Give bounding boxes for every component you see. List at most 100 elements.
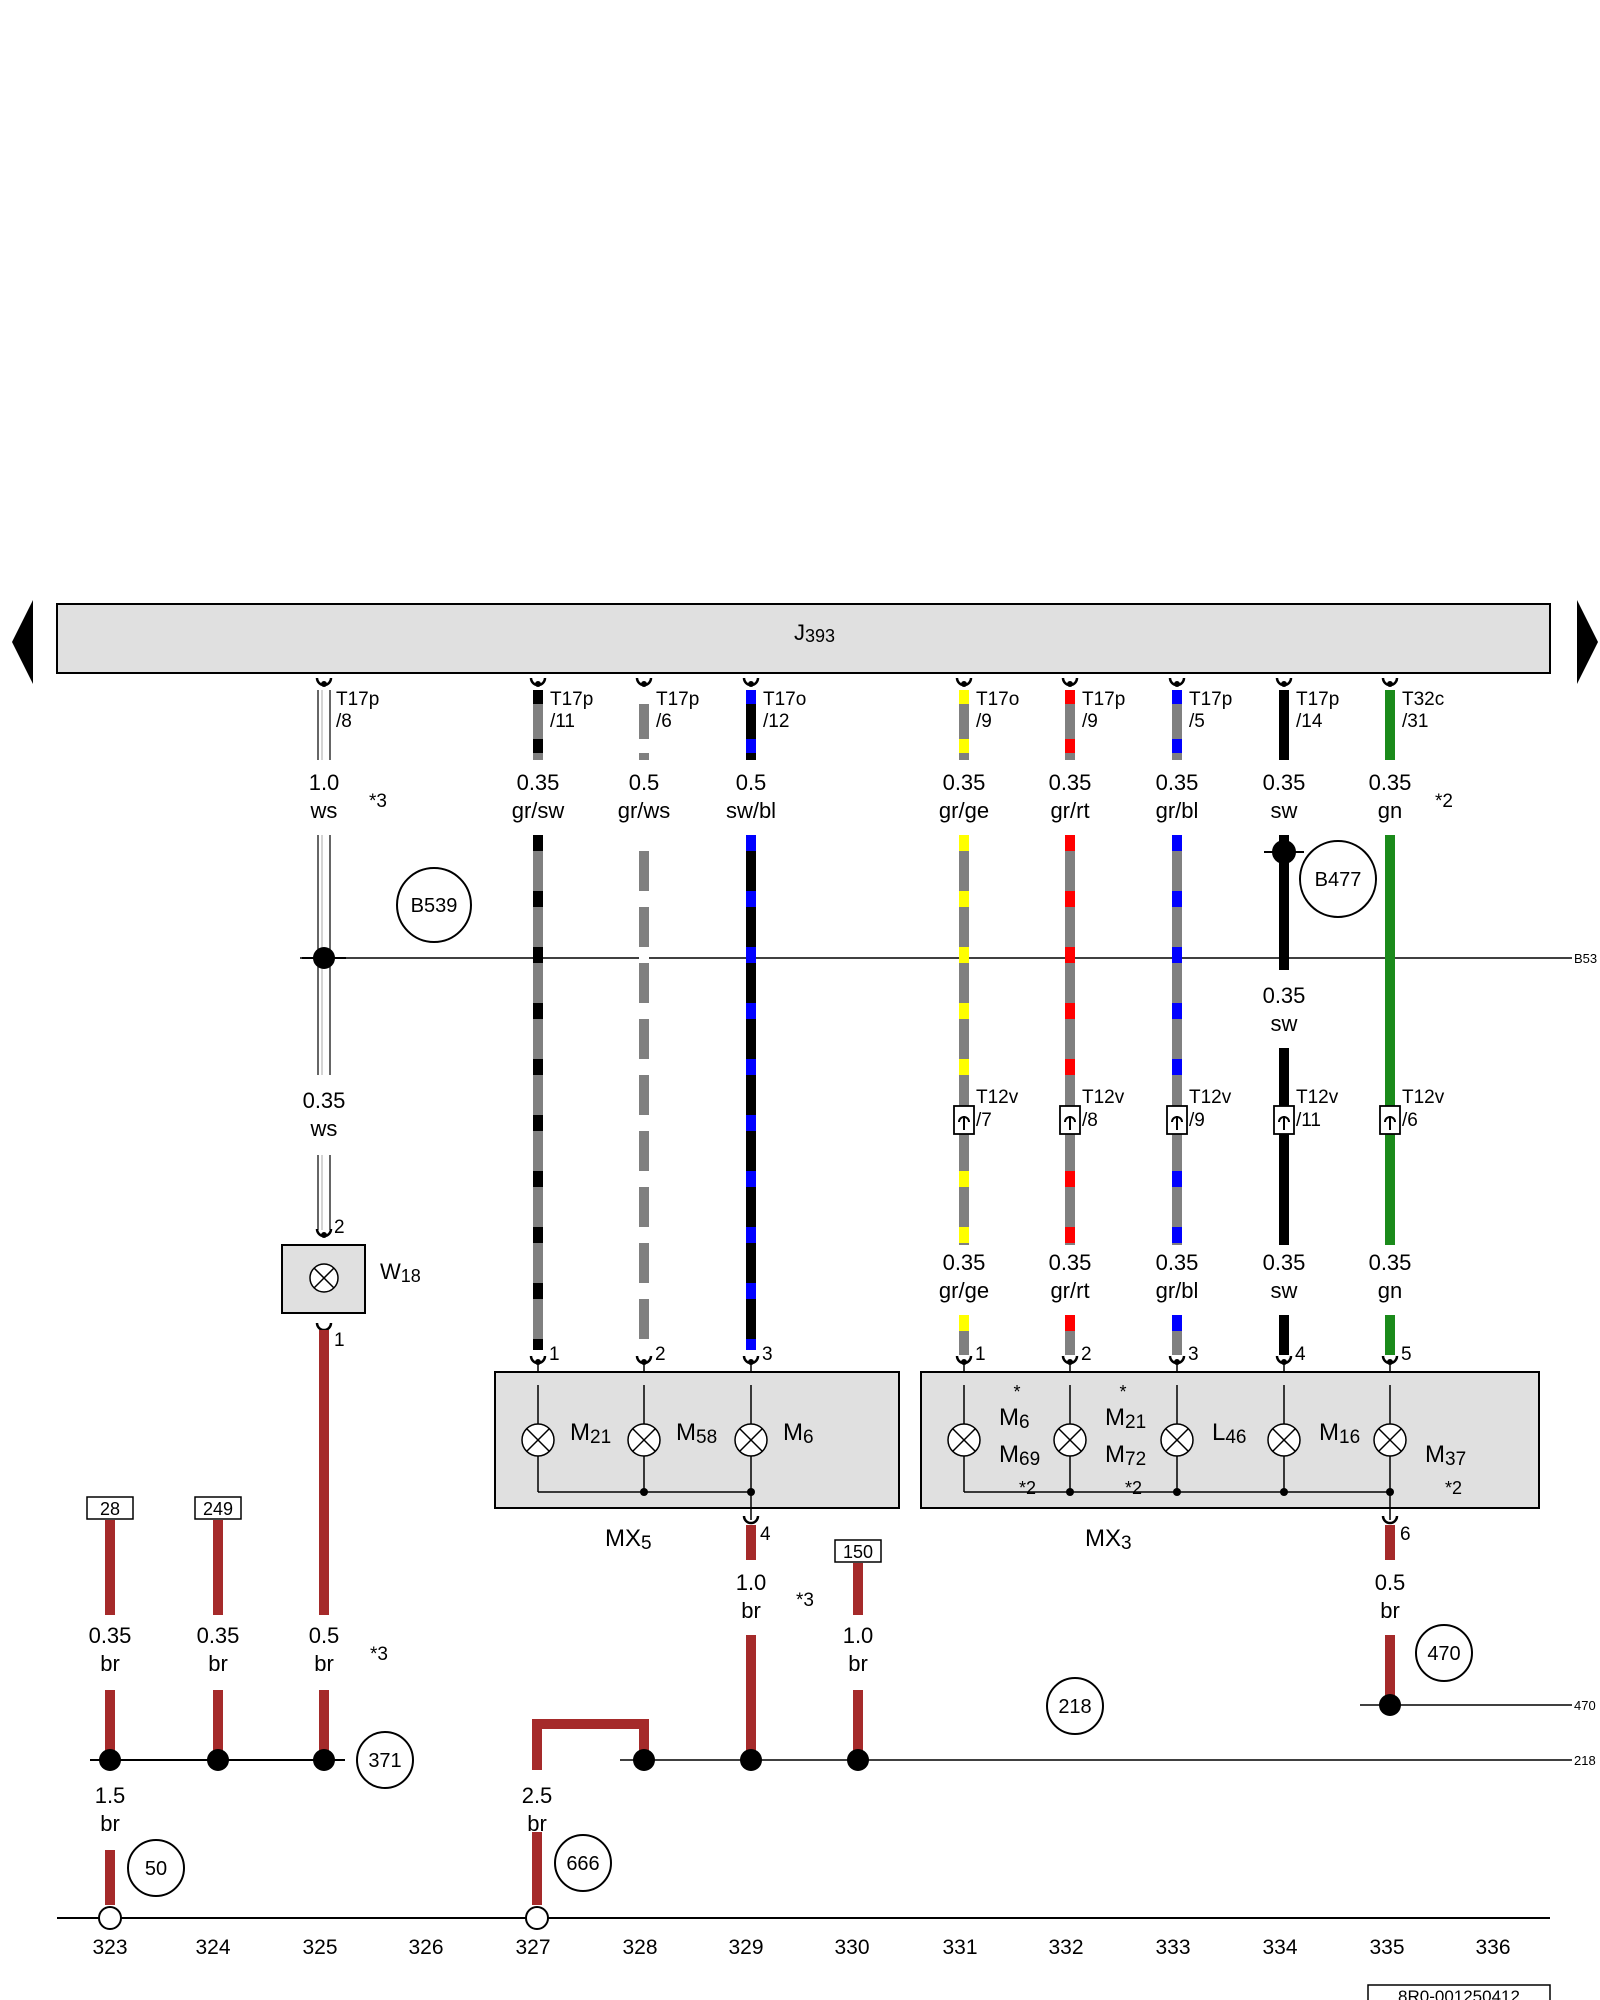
mx3-bulb-3-icon-x2 xyxy=(1272,1428,1296,1452)
splice-218-b xyxy=(740,1749,762,1771)
mx5-bulb-2-icon xyxy=(734,1423,768,1457)
wire-w334-t12-label: T12v xyxy=(1296,1087,1339,1108)
mx5-bulb-0-icon-x2 xyxy=(526,1428,550,1452)
column-number-331: 331 xyxy=(942,1936,977,1959)
wire-w325-color: ws xyxy=(310,798,338,823)
wire-w327-gauge: 0.35 xyxy=(517,770,560,795)
splice-371-c xyxy=(313,1749,335,1771)
mx3-bulb-0-label-b-sub: 69 xyxy=(1019,1449,1040,1470)
mx3-bulb-4-label-b: M37 xyxy=(1425,1441,1466,1470)
wire-w335-note: *2 xyxy=(1435,791,1453,812)
mx3-junction-0 xyxy=(1066,1488,1074,1496)
wire-w331-gauge: 0.35 xyxy=(943,770,986,795)
mx3-bulb-3-label-a-main: M xyxy=(1319,1419,1339,1446)
edge-label-470: 470 xyxy=(1574,1698,1596,1713)
wire-w335-top-pin-dot xyxy=(1387,681,1393,687)
column-number-335: 335 xyxy=(1369,1936,1404,1959)
wire-w333-pin: /5 xyxy=(1189,711,1205,732)
bulb-w18-box xyxy=(281,1244,366,1314)
wire-w328-mx-pin-dot xyxy=(641,1359,647,1365)
mx3-bulb-1-label-a-sub: 21 xyxy=(1125,1412,1146,1433)
mx3-bulb-2-label-a-sub: 46 xyxy=(1225,1427,1246,1448)
wire-w332-low-color: gr/rt xyxy=(1050,1278,1089,1303)
wire-w332-color: gr/rt xyxy=(1050,798,1089,823)
doc-number: 8R0-001250412 xyxy=(1398,1987,1520,2000)
wire-w327-conn: T17p xyxy=(550,689,593,710)
mx5-bulb-2-icon-x2 xyxy=(739,1428,763,1452)
wire-w333-gauge: 0.35 xyxy=(1156,770,1199,795)
wire-w325-pin: /8 xyxy=(336,711,352,732)
ground-28-color: br xyxy=(100,1651,120,1676)
wire-w335-mx-pin-dot xyxy=(1387,1359,1393,1365)
mx5-bulb-0-label-sub: 21 xyxy=(590,1427,611,1448)
mx5-junction-1 xyxy=(640,1488,648,1496)
w18-pin1-cup xyxy=(315,1322,333,1332)
wire-w325-top-pin-dot xyxy=(321,681,327,687)
ref-circle-470-label: 470 xyxy=(1427,1643,1460,1665)
wire-w328-mx-pin-num: 2 xyxy=(655,1344,666,1365)
wire-w331-color: gr/ge xyxy=(939,798,989,823)
column-number-328: 328 xyxy=(622,1936,657,1959)
mx3-bulb-1-label-a: M21 xyxy=(1105,1404,1146,1433)
wire-w329-pin: /12 xyxy=(763,711,789,732)
wire-w331-top-pin-dot xyxy=(961,681,967,687)
ground-50-gauge: 1.5 xyxy=(95,1783,126,1808)
wire-w325-term-top: 2 xyxy=(334,1217,345,1238)
mx3-out-pin-cup xyxy=(1381,1515,1399,1525)
wire-w334-low-gauge: 0.35 xyxy=(1263,1250,1306,1275)
next-page-arrow[interactable] xyxy=(1577,600,1598,684)
mx5-label: MX5 xyxy=(605,1525,652,1554)
ground-layer: 10.5br*3280.35br2490.35br1.5br2.5br41.0b… xyxy=(86,1322,1411,1930)
ground-249-color: br xyxy=(208,1651,228,1676)
wire-w329-mx-pin-num: 3 xyxy=(762,1344,773,1365)
ref-box-249-box xyxy=(194,1496,242,1520)
mx5-box xyxy=(494,1371,900,1509)
wire-w327-top-pin-dot xyxy=(535,681,541,687)
mx3-bulb-0-label-b: M69 xyxy=(999,1441,1040,1470)
wire-w335-low-color: gn xyxy=(1378,1278,1402,1303)
column-number-334: 334 xyxy=(1262,1936,1297,1959)
mx3-label: MX3 xyxy=(1085,1525,1132,1554)
wire-w333-conn: T17p xyxy=(1189,689,1232,710)
mx3-bulb-1-star: * xyxy=(1119,1382,1126,1402)
wire-w332-conn: T17p xyxy=(1082,689,1125,710)
w18-pin1-label: 1 xyxy=(334,1330,345,1351)
wire-w334-t12-pin-label: /11 xyxy=(1296,1110,1321,1131)
wire-w332-mx-pin-num: 2 xyxy=(1081,1344,1092,1365)
mx3-bulb-1-icon-x2 xyxy=(1058,1428,1082,1452)
mx3-junction-2 xyxy=(1280,1488,1288,1496)
mx5-out-pin-num: 4 xyxy=(760,1524,771,1545)
mx5-out-color: br xyxy=(741,1598,761,1623)
wire-w325-w18-pin2-dot xyxy=(321,1232,327,1238)
wire-w329-conn: T17o xyxy=(763,689,806,710)
wire-w331-low-color: gr/ge xyxy=(939,1278,989,1303)
ground-150-color: br xyxy=(848,1651,868,1676)
mx3-bulb-2-icon-x2 xyxy=(1165,1428,1189,1452)
ground-point-323 xyxy=(98,1906,122,1930)
wire-w332-t12-pin-label: /8 xyxy=(1082,1110,1098,1131)
wire-w327-mx-pin-num: 1 xyxy=(549,1344,560,1365)
ground-666-color: br xyxy=(527,1811,547,1836)
wire-w334-mid-gauge: 0.35 xyxy=(1263,983,1306,1008)
wire-w333-mx-pin-num: 3 xyxy=(1188,1344,1199,1365)
ref-circle-371 xyxy=(356,1731,414,1789)
mx5-out-note: *3 xyxy=(796,1590,814,1611)
mx3-bulb-4-label-b-main: M xyxy=(1425,1441,1445,1468)
mx3-bulb-1-label-a-main: M xyxy=(1105,1404,1125,1431)
mx3-bulb-1-label-b: M72 xyxy=(1105,1441,1146,1470)
wire-w331-mx-pin-num: 1 xyxy=(975,1344,986,1365)
mx3-bulb-0-label-b-main: M xyxy=(999,1441,1019,1468)
ref-circle-B539 xyxy=(396,867,472,943)
wire-w328-conn: T17p xyxy=(656,689,699,710)
column-number-333: 333 xyxy=(1155,1936,1190,1959)
prev-page-arrow[interactable] xyxy=(12,600,33,684)
ground-point-327 xyxy=(525,1906,549,1930)
control-unit-label: J393 xyxy=(794,620,835,646)
mx3-bulb-0-note: *2 xyxy=(1019,1478,1036,1498)
mx3-bulb-3-label-a-sub: 16 xyxy=(1339,1427,1360,1448)
ref-circle-50-label: 50 xyxy=(145,1858,167,1880)
wire-w333-t12-label: T12v xyxy=(1189,1087,1232,1108)
